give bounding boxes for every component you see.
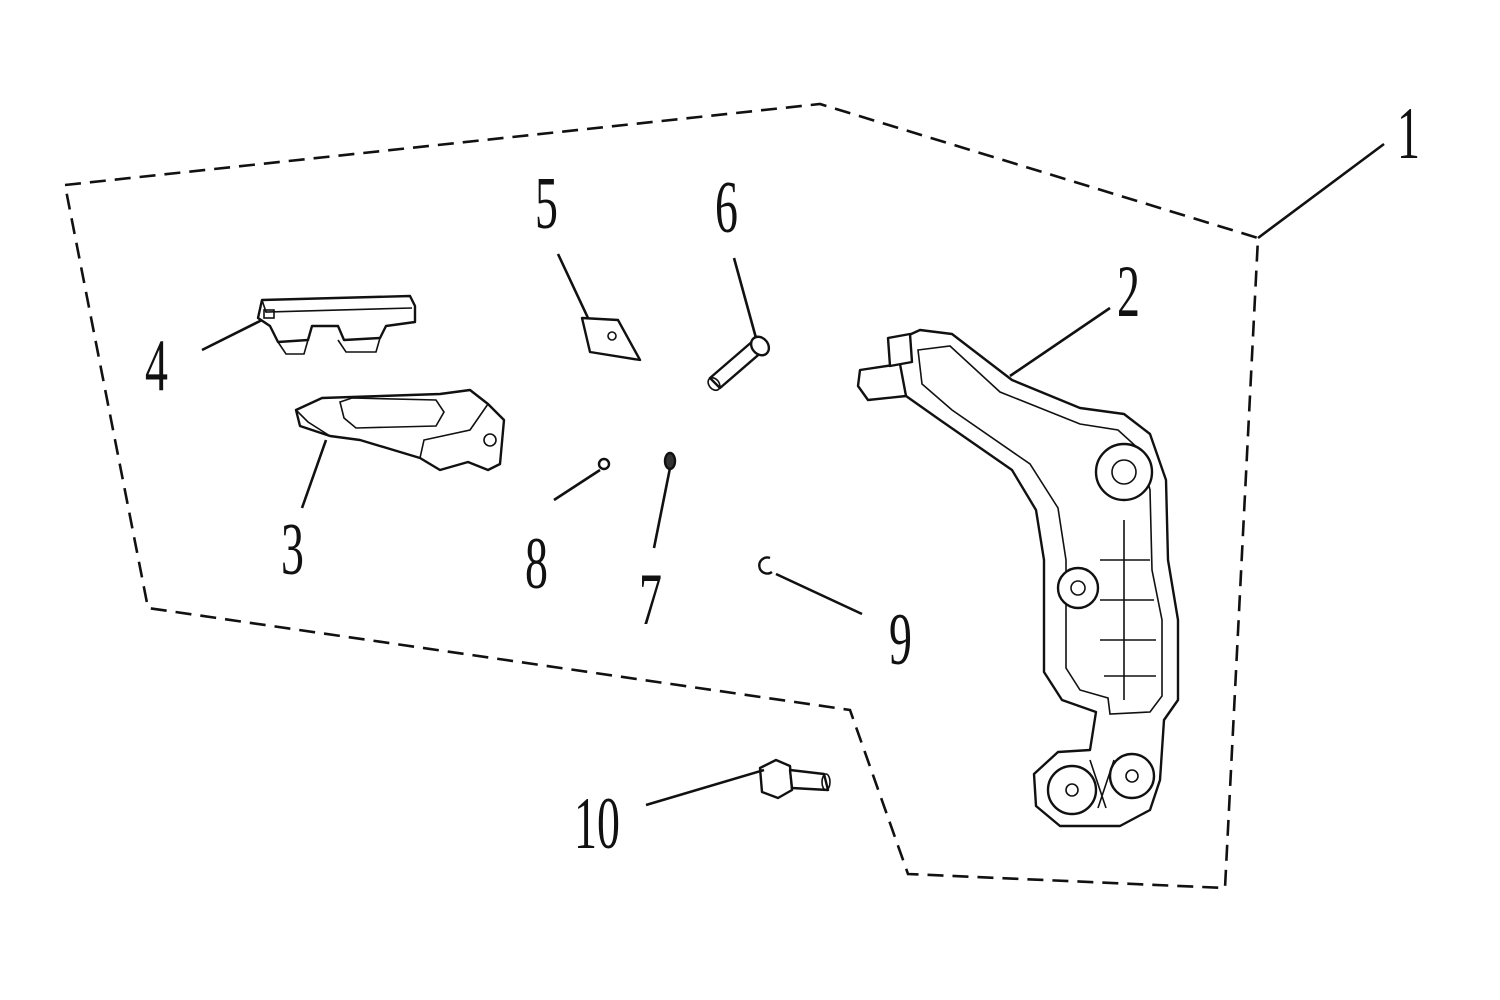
callout-4: 4 (145, 325, 168, 407)
callout-1: 1 (1397, 93, 1420, 175)
leader-6 (732, 257, 758, 339)
assembly-group-outline (63, 102, 1260, 890)
part-6-pin (707, 335, 771, 392)
part-9-clip (758, 556, 773, 575)
callout-2: 2 (1117, 251, 1140, 333)
leader-10 (645, 768, 765, 807)
part-8-ball (597, 457, 611, 471)
leader-2 (1009, 306, 1111, 378)
part-4-clip (256, 294, 417, 355)
leader-5 (556, 253, 590, 319)
callout-8: 8 (525, 523, 548, 605)
part-3-latch (294, 388, 506, 472)
part-2-bracket (856, 328, 1180, 828)
callout-9: 9 (889, 599, 912, 681)
callout-6: 6 (715, 167, 738, 249)
part-7-spring (663, 451, 677, 471)
callout-5: 5 (535, 163, 558, 245)
callout-7: 7 (639, 559, 662, 641)
leader-1 (1257, 142, 1385, 240)
leader-3 (300, 439, 328, 509)
callout-10: 10 (574, 783, 620, 865)
part-5-plate (580, 316, 642, 362)
leader-4 (201, 318, 263, 352)
part-10-bolt (758, 758, 831, 800)
leader-7 (652, 467, 672, 549)
callout-3: 3 (281, 509, 304, 591)
leader-8 (553, 468, 601, 502)
leader-9 (775, 572, 863, 616)
